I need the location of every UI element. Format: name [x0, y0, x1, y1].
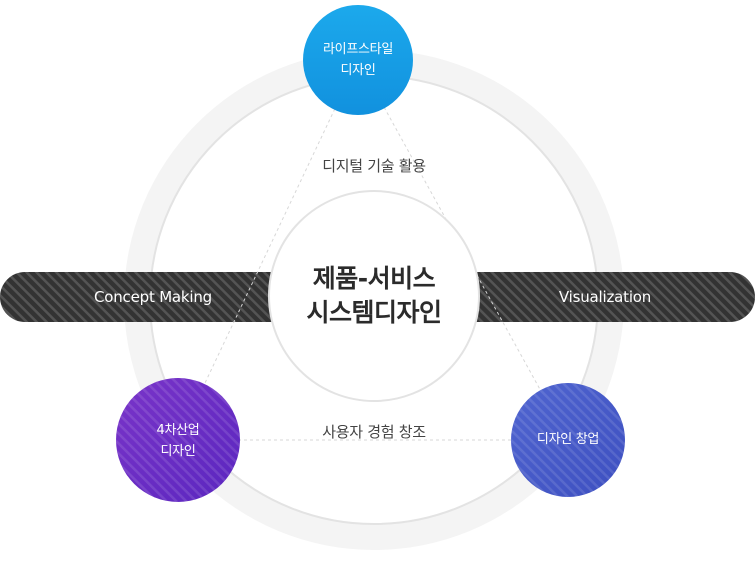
node-industry4-line1: 4차산업 — [156, 423, 200, 438]
node-industry4-design — [116, 378, 240, 502]
node-lifestyle-line2: 디자인 — [340, 63, 376, 78]
bar-label-left: Concept Making — [93, 288, 213, 306]
node-startup-line1: 디자인 창업 — [536, 432, 600, 447]
node-design-startup — [511, 383, 625, 497]
center-circle — [268, 190, 480, 402]
bar-label-right: Visualization — [558, 288, 652, 306]
node-lifestyle-line1: 라이프스타일 — [323, 42, 393, 57]
center-title-line2: 시스템디자인 — [306, 298, 442, 327]
node-industry4-line2: 디자인 — [160, 444, 196, 459]
relation-top-label: 디지털 기술 활용 — [322, 157, 426, 175]
node-lifestyle-label: 라이프스타일 디자인 — [298, 39, 418, 81]
relation-bottom-label: 사용자 경험 창조 — [322, 423, 426, 441]
node-industry4-label: 4차산업 디자인 — [118, 420, 238, 462]
center-title: 제품-서비스 시스템디자인 — [269, 262, 479, 330]
node-lifestyle-design — [303, 5, 413, 115]
center-title-line1: 제품-서비스 — [312, 264, 436, 293]
node-startup-label: 디자인 창업 — [508, 429, 628, 450]
